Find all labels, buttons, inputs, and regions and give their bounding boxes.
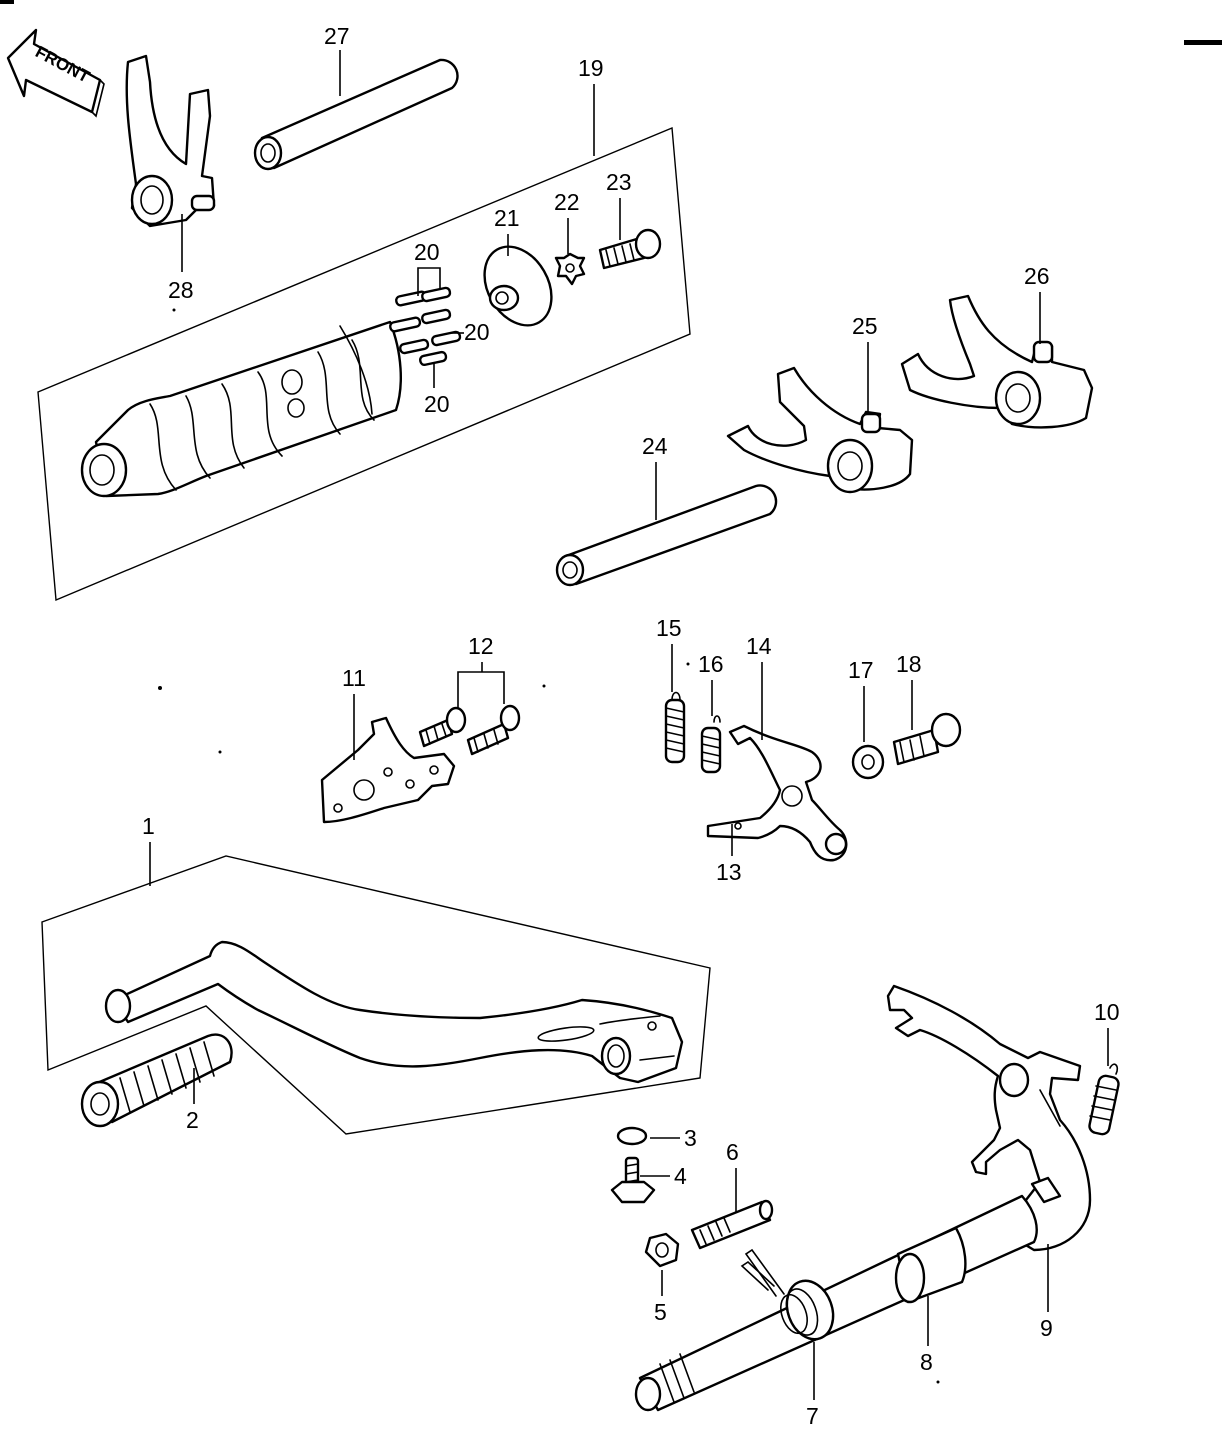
front-arrow-icon: FRONT	[6, 28, 105, 118]
return-spring	[740, 1248, 835, 1341]
washer-17	[851, 744, 885, 780]
shift-drum-pins	[389, 286, 462, 367]
shift-drum-pin-22	[554, 252, 586, 286]
callout-3: 3	[684, 1125, 697, 1151]
callout-22: 22	[554, 189, 580, 215]
callout-27: 27	[324, 23, 350, 49]
callout-20-top: 20	[414, 239, 440, 265]
springs-15-16	[664, 691, 722, 774]
callout-17: 17	[848, 657, 874, 683]
shift-pedal-assembly-box	[41, 855, 711, 1135]
callout-18: 18	[896, 651, 922, 677]
callout-11: 11	[342, 665, 366, 691]
stud-6	[690, 1199, 774, 1250]
callout-24: 24	[642, 433, 668, 459]
bolt-4	[610, 1156, 656, 1204]
shift-pedal	[104, 940, 684, 1084]
callout-6: 6	[726, 1139, 739, 1165]
spring-10	[1088, 1063, 1120, 1136]
shift-plate-11	[320, 716, 456, 824]
pedal-rubber	[80, 1033, 233, 1128]
callout-19: 19	[578, 55, 604, 81]
nut-5	[644, 1232, 680, 1268]
callouts: 27 19 28 23 22 21 20 20 20 26 25 24 15 1…	[142, 23, 1120, 1429]
callout-2: 2	[186, 1107, 199, 1133]
ratchet-arm-13-14	[706, 724, 848, 862]
shift-fork-26	[900, 294, 1094, 429]
callout-28: 28	[168, 277, 194, 303]
shift-fork-left	[125, 54, 216, 228]
callout-1: 1	[142, 813, 155, 839]
shift-arm	[886, 984, 1092, 1252]
callout-8: 8	[920, 1349, 933, 1375]
callout-5: 5	[654, 1299, 667, 1325]
callout-25: 25	[852, 313, 878, 339]
callout-10: 10	[1094, 999, 1120, 1025]
bolt-23	[598, 228, 662, 270]
callout-13: 13	[716, 859, 742, 885]
callout-21: 21	[494, 205, 520, 231]
callout-26: 26	[1024, 263, 1050, 289]
shift-fork-25	[726, 366, 914, 494]
callout-7: 7	[806, 1403, 819, 1429]
callout-14: 14	[746, 633, 772, 659]
callout-15: 15	[656, 615, 682, 641]
callout-16: 16	[698, 651, 724, 677]
shift-drum-plate	[483, 245, 553, 327]
print-marks	[0, 0, 1222, 1384]
washer-3	[616, 1126, 648, 1146]
shift-fork-shaft-upper	[253, 58, 459, 171]
callout-4: 4	[674, 1163, 687, 1189]
callout-12: 12	[468, 633, 494, 659]
screws-12	[418, 704, 521, 756]
callout-23: 23	[606, 169, 632, 195]
shift-drum	[80, 320, 402, 498]
callout-9: 9	[1040, 1315, 1053, 1341]
bolt-18	[892, 712, 962, 766]
callout-20-right: 20	[464, 319, 490, 345]
shift-shaft	[634, 1194, 1038, 1412]
shift-fork-shaft-lower	[555, 484, 778, 587]
callout-20-bottom: 20	[424, 391, 450, 417]
shift-drum-assembly-box	[37, 126, 691, 602]
